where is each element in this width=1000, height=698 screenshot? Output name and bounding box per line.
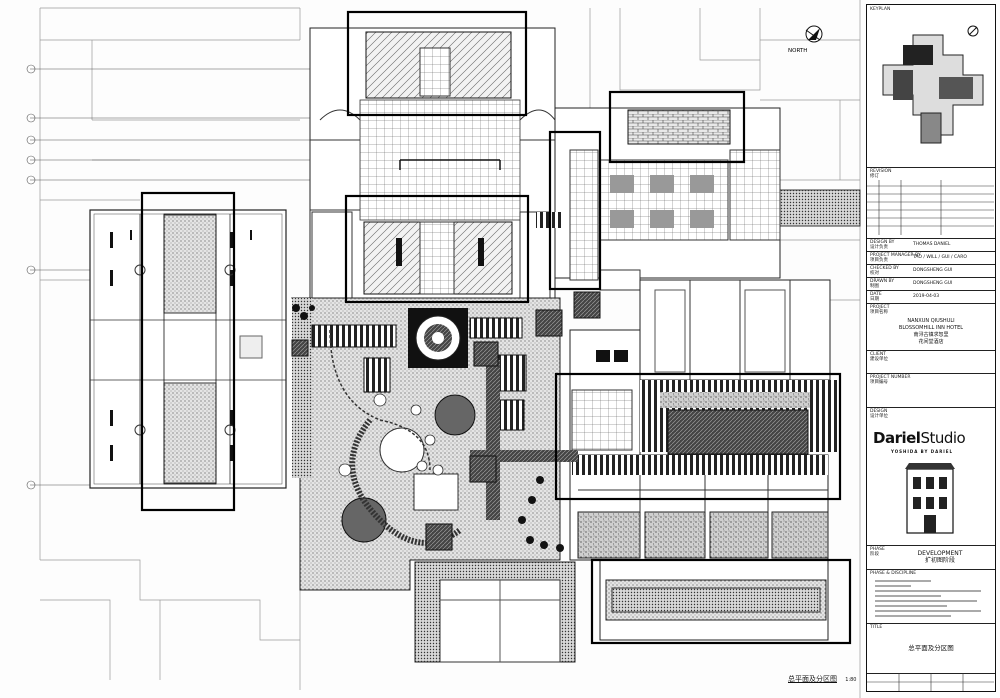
design-label: DESIGN xyxy=(870,409,888,414)
notes-label: PHASE & DISCIPLINE xyxy=(870,571,917,576)
building-elevation-icon xyxy=(905,463,955,534)
phase-en: DEVELOPMENT xyxy=(917,550,963,557)
phase-cn: 扩初图阶段 xyxy=(924,557,955,564)
right-upper-building xyxy=(536,107,861,291)
logo-sub: YOSHIDA BY DARIEL xyxy=(891,449,954,454)
revision-table xyxy=(867,180,994,235)
title-block: KEYPLAN REVISION 修订 DESIGN BY 设计负责 THOMA… xyxy=(866,4,996,692)
logo-main: Dariel xyxy=(873,429,921,447)
drawn-value: DONGSHENG GUI xyxy=(913,281,953,286)
project-number-label: PROJECT NUMBER xyxy=(870,375,911,380)
north-label: NORTH xyxy=(788,48,807,54)
title-label: TITLE xyxy=(870,625,883,630)
right-middle-buildings xyxy=(569,279,840,461)
project-line1: NANXUN QIUSHULI xyxy=(907,318,955,324)
checked-sub: 校对 xyxy=(870,271,879,276)
site-plan-drawing: NORTH xyxy=(26,0,861,698)
pm-value: TAO / WILL / GUI / CARO xyxy=(913,255,967,260)
date-label: DATE xyxy=(870,292,882,297)
project-cn1: 南浔古镇求恕里 xyxy=(913,332,949,338)
scale-text: 1:80 xyxy=(845,677,857,683)
checked-label: CHECKED BY xyxy=(870,266,899,271)
client-label: CLIENT xyxy=(870,352,886,357)
keyplan-label: KEYPLAN xyxy=(870,7,891,12)
pm-label: PROJECT MANAGER BY xyxy=(870,253,921,258)
dariel-studio-logo: DarielStudio xyxy=(873,429,966,447)
project-number-sub: 项目编号 xyxy=(870,380,888,385)
lower-right-building xyxy=(569,454,829,641)
keyplan-thumbnail xyxy=(873,15,991,165)
central-upper-building xyxy=(309,27,556,309)
drawn-sub: 制图 xyxy=(870,284,879,289)
design-sub: 设计单位 xyxy=(870,414,888,419)
sheet-number-grid xyxy=(867,673,994,691)
courtyard-garden xyxy=(291,291,601,663)
pm-sub: 项目负责 xyxy=(870,258,888,263)
drawn-label: DRAWN BY xyxy=(870,279,895,284)
north-arrow xyxy=(805,25,823,43)
revision-label: REVISION xyxy=(870,169,892,174)
zone-frames xyxy=(140,10,852,645)
design-by-label: DESIGN BY xyxy=(870,240,895,245)
drawing-title: 总平面及分区图 1:80 xyxy=(788,674,856,684)
left-building xyxy=(89,209,287,489)
planting xyxy=(292,304,564,552)
design-by-sub: 设计负责 xyxy=(870,245,888,250)
client-sub: 建设单位 xyxy=(870,357,888,362)
date-sub: 日期 xyxy=(870,297,879,302)
project-cn2: 花间堂酒店 xyxy=(918,339,944,345)
date-value: 2019-04-03 xyxy=(913,294,940,299)
notes-text-lines xyxy=(875,580,981,617)
phase-sub: 阶段 xyxy=(870,552,879,557)
checked-value: DONGSHENG GUI xyxy=(913,268,953,273)
title-cn: 总平面及分区图 xyxy=(908,644,954,652)
project-sub: 项目名称 xyxy=(870,310,888,315)
phase-label: PHASE xyxy=(870,547,885,552)
grid-markers xyxy=(26,64,330,490)
revision-sub: 修订 xyxy=(870,174,879,179)
bottom-title-text: 总平面及分区图 xyxy=(788,675,837,683)
design-by-value: THOMAS DANIEL xyxy=(913,242,951,247)
project-label: PROJECT xyxy=(870,305,890,310)
logo-studio: Studio xyxy=(920,429,966,447)
project-line2: BLOSSOMHILL INN HOTEL xyxy=(898,325,964,331)
